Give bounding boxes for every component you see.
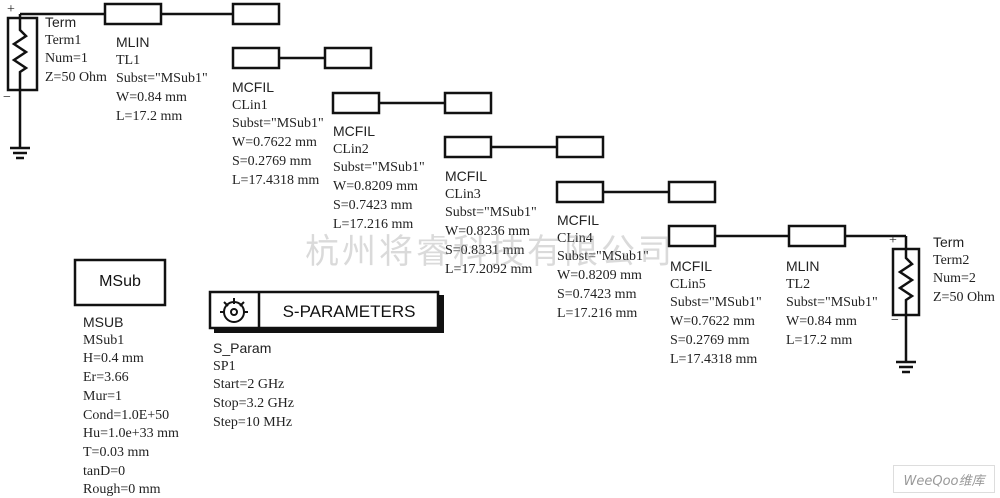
term1-plus: + <box>7 2 15 17</box>
term1-minus: − <box>3 90 11 105</box>
clin1-port-box[interactable] <box>231 2 281 26</box>
term2-label: Term Term2 Num=2 Z=50 Ohm <box>933 234 995 306</box>
tl2-label: MLIN TL2 Subst="MSub1" W=0.84 mm L=17.2 … <box>786 258 878 348</box>
clin3-symbol[interactable] <box>443 135 493 159</box>
clin4-label: MCFIL CLin4 Subst="MSub1" W=0.8209 mm S=… <box>557 212 649 321</box>
term1-label: Term Term1 Num=1 Z=50 Ohm <box>45 14 107 86</box>
clin2-symbol[interactable] <box>331 91 381 115</box>
gear-icon <box>220 298 248 323</box>
clin2-label: MCFIL CLin2 Subst="MSub1" W=0.8209 mm S=… <box>333 123 425 232</box>
tl1-symbol[interactable] <box>103 2 163 26</box>
msub-label: MSUB MSub1 H=0.4 mm Er=3.66 Mur=1 Cond=1… <box>83 314 179 498</box>
sparam-symbol[interactable] <box>208 290 440 330</box>
msub-symbol[interactable] <box>73 258 167 307</box>
clin5-label: MCFIL CLin5 Subst="MSub1" W=0.7622 mm S=… <box>670 258 762 367</box>
clin4-symbol[interactable] <box>555 180 605 204</box>
watermark: 杭州将睿科技有限公司 <box>305 232 675 272</box>
tl1-label: MLIN TL1 Subst="MSub1" W=0.84 mm L=17.2 … <box>116 34 208 124</box>
term2-symbol[interactable] <box>891 236 921 374</box>
clin5-symbol[interactable] <box>667 224 717 248</box>
clin1-symbol[interactable] <box>231 46 281 70</box>
clin1-label: MCFIL CLin1 Subst="MSub1" W=0.7622 mm S=… <box>232 79 324 188</box>
clin3-label: MCFIL CLin3 Subst="MSub1" W=0.8236 mm S=… <box>445 168 537 277</box>
term1-symbol[interactable] <box>6 14 39 160</box>
tl2-symbol[interactable] <box>787 224 847 248</box>
term2-minus: − <box>891 313 899 328</box>
sparam-label: S_Param SP1 Start=2 GHz Stop=3.2 GHz Ste… <box>213 340 295 430</box>
weeqoo-logo: WeeQoo维库 <box>893 465 995 493</box>
sparam-box-label: S-PARAMETERS <box>282 302 416 321</box>
term2-plus: + <box>889 233 897 248</box>
msub-box-label: MSub <box>99 273 141 290</box>
